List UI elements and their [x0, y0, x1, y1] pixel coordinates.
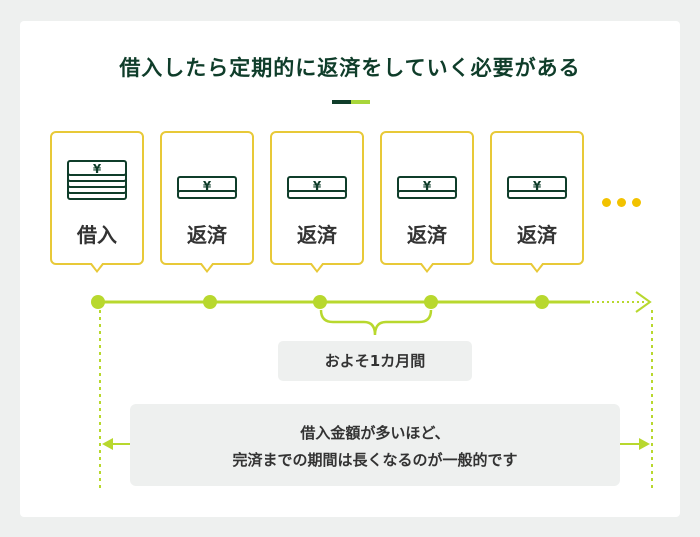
svg-text:¥: ¥ — [423, 179, 432, 193]
timeline-arrow-icon — [635, 291, 652, 313]
repay-box-1: ¥ 返済 — [160, 131, 254, 273]
money-bill-icon: ¥ — [507, 176, 567, 199]
box-label: 返済 — [407, 223, 447, 247]
interval-brace — [319, 309, 433, 336]
repay-box-4: ¥ 返済 — [490, 131, 584, 273]
money-bill-icon: ¥ — [287, 176, 347, 199]
repay-box-2: ¥ 返済 — [270, 131, 364, 273]
left-arrow-icon — [102, 438, 113, 450]
timeline-point — [203, 295, 217, 309]
title-underline-dark — [332, 100, 351, 104]
note-line-2: 完済までの期間は長くなるのが一般的です — [232, 451, 518, 469]
page-title: 借入したら定期的に返済をしていく必要がある — [119, 56, 581, 80]
right-arrow-icon — [639, 438, 650, 450]
timeline-point — [535, 295, 549, 309]
note-line-1: 借入金額が多いほど、 — [300, 424, 450, 442]
svg-text:¥: ¥ — [203, 179, 212, 193]
timeline-point — [313, 295, 327, 309]
title-underline-light — [351, 100, 370, 104]
svg-text:¥: ¥ — [313, 179, 322, 193]
ellipsis-dots — [602, 192, 647, 211]
box-label: 返済 — [297, 223, 337, 247]
borrow-box: ¥ 借入 — [50, 131, 144, 273]
timeline-point — [91, 295, 105, 309]
money-bill-icon: ¥ — [177, 176, 237, 199]
interval-label: およそ1カ月間 — [278, 341, 472, 381]
box-label: 返済 — [517, 223, 557, 247]
money-bill-icon: ¥ — [397, 176, 457, 199]
svg-text:¥: ¥ — [533, 179, 542, 193]
box-label: 返済 — [187, 223, 227, 247]
timeline-point — [424, 295, 438, 309]
repay-box-3: ¥ 返済 — [380, 131, 474, 273]
note-box: 借入金額が多いほど、 完済までの期間は長くなるのが一般的です — [130, 404, 620, 486]
svg-text:¥: ¥ — [93, 162, 102, 176]
money-stack-icon: ¥ — [67, 160, 127, 200]
box-label: 借入 — [77, 223, 117, 247]
